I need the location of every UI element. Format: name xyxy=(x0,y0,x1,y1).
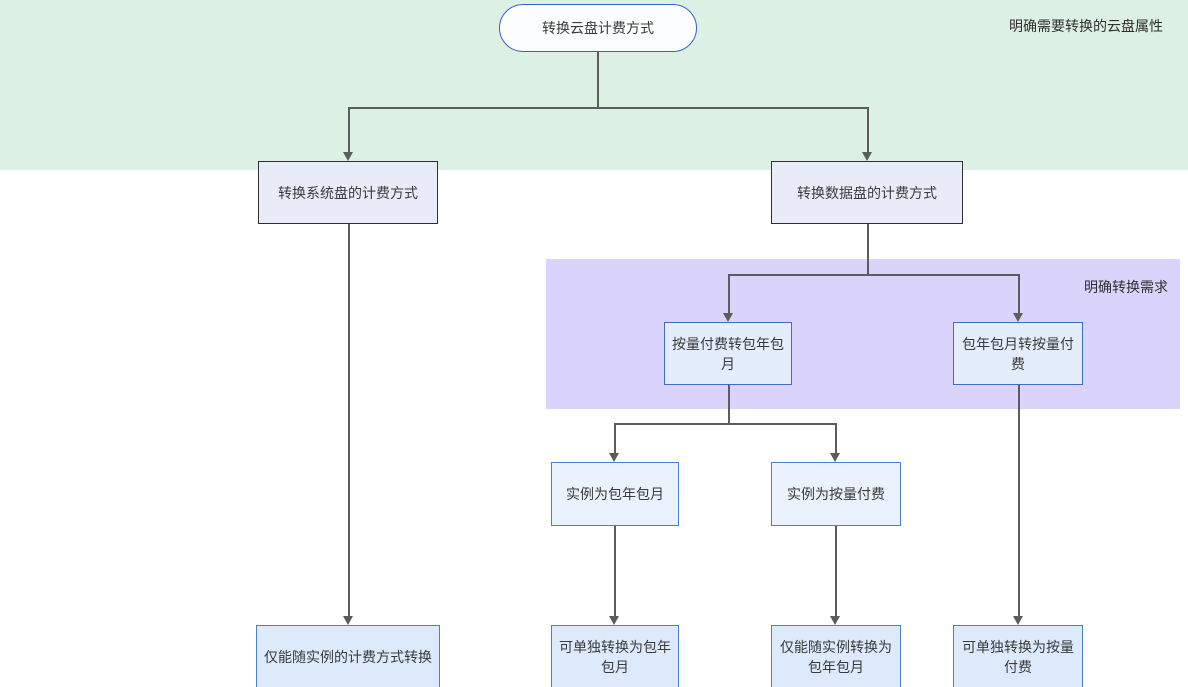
connector-root-stem xyxy=(597,50,599,107)
connector-to-subscription-to-payg xyxy=(1018,274,1020,314)
node-subscription-to-payg-result: 可单独转换为按量付费 xyxy=(953,625,1083,687)
connector-data-disk-stem xyxy=(867,224,869,274)
arrowhead-instance-subscription-result xyxy=(609,616,619,625)
arrowhead-system-disk xyxy=(343,152,353,161)
node-instance-subscription-result: 可单独转换为包年包月 xyxy=(551,625,679,687)
node-instance-payg: 实例为按量付费 xyxy=(771,462,901,526)
arrowhead-payg-to-subscription xyxy=(723,313,733,322)
connector-instance-subscription-result xyxy=(614,526,616,617)
connector-to-system-disk xyxy=(348,107,350,153)
arrowhead-data-disk xyxy=(862,152,872,161)
connector-to-payg-to-subscription xyxy=(728,274,730,314)
connector-to-instance-payg xyxy=(835,423,837,454)
connector-to-instance-subscription xyxy=(614,423,616,454)
node-subscription-to-payg: 包年包月转按量付费 xyxy=(953,322,1083,385)
node-system-disk-result: 仅能随实例的计费方式转换 xyxy=(256,625,440,687)
arrowhead-subscription-to-payg-result xyxy=(1013,616,1023,625)
arrowhead-instance-payg-result xyxy=(830,616,840,625)
connector-payg-stem xyxy=(728,385,730,423)
node-root: 转换云盘计费方式 xyxy=(499,4,697,52)
band-conversion-need-label: 明确转换需求 xyxy=(1084,279,1168,295)
node-system-disk: 转换系统盘的计费方式 xyxy=(258,161,438,224)
arrowhead-subscription-to-payg xyxy=(1013,313,1023,322)
node-data-disk: 转换数据盘的计费方式 xyxy=(771,161,963,224)
connector-data-disk-branch xyxy=(728,274,1018,276)
band-conversion-need: 明确转换需求 xyxy=(546,259,1180,409)
connector-payg-branch xyxy=(614,423,836,425)
connector-instance-payg-result xyxy=(835,526,837,617)
node-payg-to-subscription: 按量付费转包年包月 xyxy=(664,322,792,385)
connector-system-disk-result xyxy=(348,224,350,617)
connector-to-data-disk xyxy=(867,107,869,153)
node-instance-payg-result: 仅能随实例转换为包年包月 xyxy=(771,625,901,687)
node-instance-subscription: 实例为包年包月 xyxy=(551,462,679,526)
connector-root-branch xyxy=(348,107,868,109)
connector-subscription-to-payg-result xyxy=(1018,385,1020,617)
arrowhead-instance-payg xyxy=(830,453,840,462)
arrowhead-instance-subscription xyxy=(609,453,619,462)
arrowhead-system-disk-result xyxy=(343,616,353,625)
band-disk-attribute-label: 明确需要转换的云盘属性 xyxy=(1009,18,1163,34)
